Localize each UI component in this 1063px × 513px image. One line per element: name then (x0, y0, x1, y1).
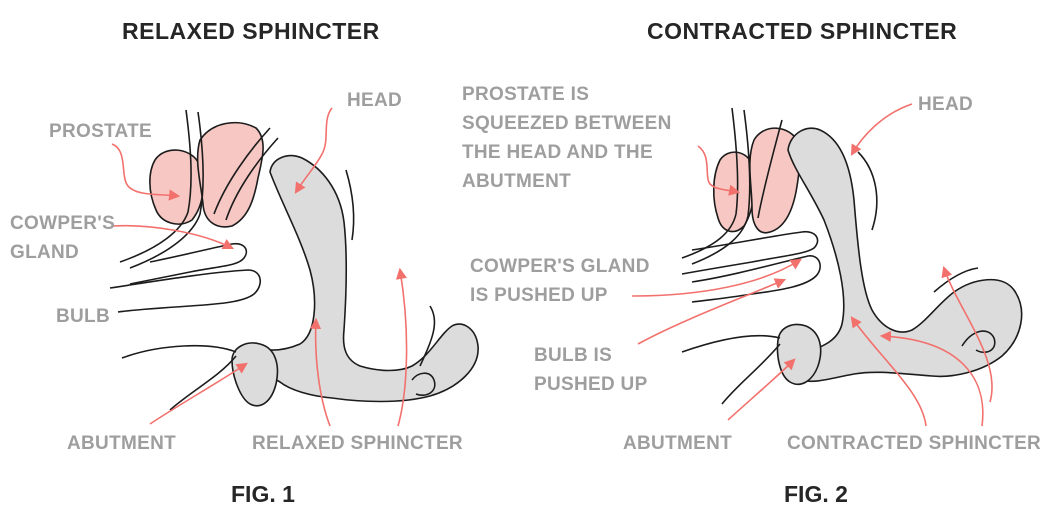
label-relaxed-sphincter: RELAXED SPHINCTER (252, 429, 463, 458)
outline-curve (122, 346, 236, 358)
outline-curve (682, 336, 780, 352)
cowpers-gland (682, 232, 818, 274)
outline-curve (722, 344, 780, 404)
prostate-right-lobe (198, 123, 263, 227)
label-prostate: PROSTATE (49, 117, 152, 146)
label-abutment: ABUTMENT (67, 429, 176, 458)
outline-curve (170, 356, 236, 410)
figure-2-caption: FIG. 2 (784, 481, 848, 508)
arrow-abutment (728, 360, 794, 420)
figure-2-contracted: CONTRACTED SPHINCTER (532, 0, 1063, 513)
bulb-outline (110, 270, 260, 312)
arrow-head (852, 104, 912, 154)
outline-curve (346, 170, 354, 240)
prostate-left-lobe (150, 150, 203, 224)
label-cowpers-gland-pushed-up: COWPER'S GLAND IS PUSHED UP (470, 252, 650, 310)
label-head: HEAD (918, 90, 973, 119)
label-abutment: ABUTMENT (623, 429, 732, 458)
outline-curve (858, 152, 877, 230)
figure-1-relaxed: RELAXED SPHINCTER (0, 0, 532, 513)
arrow-abutment (150, 364, 246, 424)
label-bulb: BULB (56, 302, 110, 331)
label-prostate-squeezed: PROSTATE IS SQUEEZED BETWEEN THE HEAD AN… (462, 80, 672, 196)
label-contracted-sphincter: CONTRACTED SPHINCTER (787, 429, 1041, 458)
label-head: HEAD (347, 86, 402, 115)
label-cowpers-gland: COWPER'S GLAND (10, 209, 115, 267)
arrow-cowpers (112, 226, 232, 248)
figure-1-caption: FIG. 1 (231, 481, 295, 508)
head-sphincter-body (788, 128, 1022, 381)
abutment (232, 343, 277, 406)
label-bulb-pushed-up: BULB IS PUSHED UP (534, 341, 648, 399)
arrow-sphincter-2 (398, 270, 407, 426)
